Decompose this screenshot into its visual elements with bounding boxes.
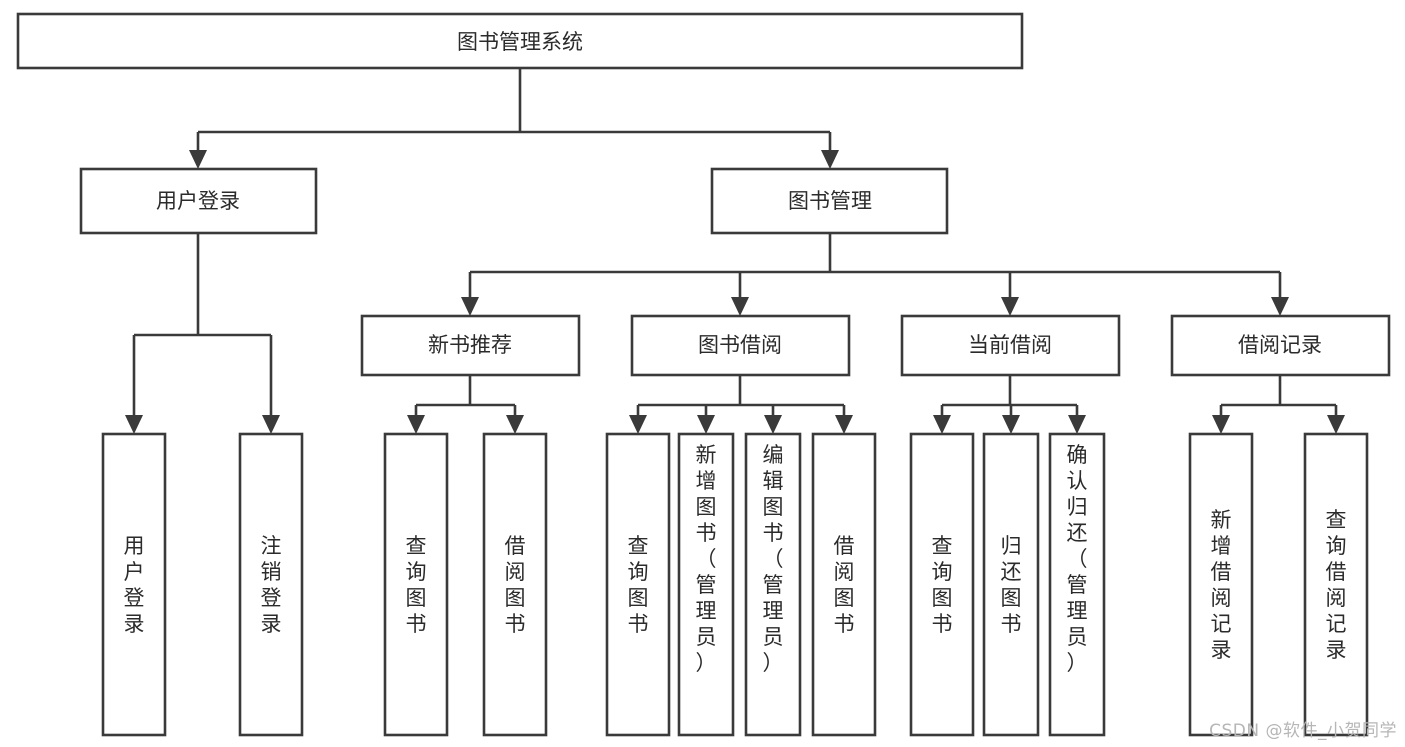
leaf-query-book-bor-label: 查询图书 bbox=[628, 534, 649, 636]
node-root-label: 图书管理系统 bbox=[457, 30, 583, 54]
leaf-node-layer: 用户登录 注销登录 查询图书 借阅图书 查询图书 新增图书（管理员） 编辑图书（管理员） 借阅… bbox=[101, 432, 1369, 737]
edge-bookborrow-trunk bbox=[636, 375, 846, 417]
arrowhead-leaf-add-record bbox=[1212, 415, 1230, 434]
leaf-return-book-label: 归还图书 bbox=[1001, 534, 1022, 636]
leaf-borrow-book-rec-label: 借阅图书 bbox=[505, 534, 526, 636]
leaf-borrow-book-bor-box[interactable] bbox=[811, 432, 877, 737]
node-user-login[interactable]: 用户登录 bbox=[79, 167, 318, 235]
leaf-query-book-rec-label: 查询图书 bbox=[406, 534, 427, 636]
arrowhead-user-login bbox=[189, 150, 207, 169]
leaf-confirm-return[interactable]: 确认归还（管理员） bbox=[1048, 432, 1106, 737]
leaf-query-record-box[interactable] bbox=[1303, 432, 1369, 737]
leaf-add-book[interactable]: 新增图书（管理员） bbox=[677, 432, 735, 737]
arrowhead-leaf-query-book-bor bbox=[629, 415, 647, 434]
node-book-manage-label: 图书管理 bbox=[788, 189, 872, 213]
node-user-login-label: 用户登录 bbox=[156, 189, 240, 213]
node-new-book-recommend-label: 新书推荐 bbox=[428, 333, 512, 357]
leaf-query-record[interactable]: 查询借阅记录 bbox=[1303, 432, 1369, 737]
leaf-query-book-cur[interactable]: 查询图书 bbox=[909, 432, 975, 737]
edge-userlogin-trunk bbox=[132, 233, 273, 417]
leaf-add-record-box[interactable] bbox=[1188, 432, 1254, 737]
leaf-edit-book-box[interactable] bbox=[744, 432, 802, 737]
arrowhead-book-manage bbox=[821, 150, 839, 169]
arrowhead-leaf-query-book-cur bbox=[933, 415, 951, 434]
node-root-box[interactable] bbox=[16, 12, 1024, 70]
arrowhead-book-borrow bbox=[731, 297, 749, 316]
arrowhead-leaf-user-login bbox=[125, 415, 143, 434]
edge-newbookrec-trunk bbox=[414, 375, 517, 417]
node-borrow-record-label: 借阅记录 bbox=[1238, 333, 1322, 357]
leaf-borrow-book-rec-box[interactable] bbox=[482, 432, 548, 737]
leaf-logout[interactable]: 注销登录 bbox=[238, 432, 304, 737]
node-book-borrow[interactable]: 图书借阅 bbox=[630, 314, 851, 377]
leaf-borrow-book-bor-label: 借阅图书 bbox=[834, 534, 855, 636]
leaf-query-book-rec-box[interactable] bbox=[383, 432, 449, 737]
node-current-borrow[interactable]: 当前借阅 bbox=[900, 314, 1121, 377]
leaf-query-book-bor-box[interactable] bbox=[605, 432, 671, 737]
leaf-edit-book-label: 编辑图书（管理员） bbox=[763, 443, 784, 675]
node-book-borrow-label: 图书借阅 bbox=[698, 333, 782, 357]
leaf-confirm-return-box[interactable] bbox=[1048, 432, 1106, 737]
arrowhead-leaf-confirm-return bbox=[1068, 415, 1086, 434]
leaf-add-book-label: 新增图书（管理员） bbox=[696, 443, 717, 675]
node-new-book-recommend-box[interactable] bbox=[360, 314, 581, 377]
leaf-query-record-label: 查询借阅记录 bbox=[1326, 508, 1347, 662]
node-book-borrow-box[interactable] bbox=[630, 314, 851, 377]
leaf-user-login-label: 用户登录 bbox=[124, 534, 145, 636]
edge-currentborrow-trunk bbox=[940, 375, 1079, 417]
arrowhead-new-book-rec bbox=[461, 297, 479, 316]
arrowhead-leaf-logout bbox=[262, 415, 280, 434]
node-current-borrow-box[interactable] bbox=[900, 314, 1121, 377]
leaf-user-login[interactable]: 用户登录 bbox=[101, 432, 167, 737]
leaf-return-book[interactable]: 归还图书 bbox=[982, 432, 1040, 737]
arrowhead-leaf-add-book bbox=[697, 415, 715, 434]
leaf-borrow-book-bor[interactable]: 借阅图书 bbox=[811, 432, 877, 737]
node-borrow-record[interactable]: 借阅记录 bbox=[1170, 314, 1391, 377]
node-book-manage-box[interactable] bbox=[710, 167, 949, 235]
node-user-login-box[interactable] bbox=[79, 167, 318, 235]
node-current-borrow-label: 当前借阅 bbox=[968, 333, 1052, 357]
leaf-logout-box[interactable] bbox=[238, 432, 304, 737]
edge-root-trunk bbox=[196, 68, 832, 152]
arrowhead-leaf-query-book-rec bbox=[407, 415, 425, 434]
leaf-borrow-book-rec[interactable]: 借阅图书 bbox=[482, 432, 548, 737]
leaf-logout-label: 注销登录 bbox=[261, 534, 282, 636]
arrowhead-leaf-query-record bbox=[1327, 415, 1345, 434]
leaf-add-record-label: 新增借阅记录 bbox=[1211, 508, 1232, 662]
leaf-query-book-cur-box[interactable] bbox=[909, 432, 975, 737]
arrowhead-leaf-edit-book bbox=[764, 415, 782, 434]
leaf-user-login-box[interactable] bbox=[101, 432, 167, 737]
arrowhead-current-borrow bbox=[1001, 297, 1019, 316]
node-book-manage[interactable]: 图书管理 bbox=[710, 167, 949, 235]
leaf-add-book-box[interactable] bbox=[677, 432, 735, 737]
leaf-edit-book[interactable]: 编辑图书（管理员） bbox=[744, 432, 802, 737]
edge-borrowrecord-trunk bbox=[1219, 375, 1338, 417]
edge-bookmanage-trunk bbox=[468, 233, 1282, 299]
leaf-return-book-box[interactable] bbox=[982, 432, 1040, 737]
node-new-book-recommend[interactable]: 新书推荐 bbox=[360, 314, 581, 377]
leaf-query-book-bor[interactable]: 查询图书 bbox=[605, 432, 671, 737]
leaf-query-book-cur-label: 查询图书 bbox=[932, 534, 953, 636]
arrowhead-leaf-borrow-book-bor bbox=[835, 415, 853, 434]
leaf-add-record[interactable]: 新增借阅记录 bbox=[1188, 432, 1254, 737]
arrowhead-borrow-record bbox=[1271, 297, 1289, 316]
node-root[interactable]: 图书管理系统 bbox=[16, 12, 1024, 70]
arrowhead-leaf-return-book bbox=[1002, 415, 1020, 434]
leaf-query-book-rec[interactable]: 查询图书 bbox=[383, 432, 449, 737]
leaf-confirm-return-label: 确认归还（管理员） bbox=[1067, 443, 1088, 675]
arrowhead-leaf-borrow-book-rec bbox=[506, 415, 524, 434]
node-borrow-record-box[interactable] bbox=[1170, 314, 1391, 377]
connector-layer bbox=[125, 68, 1345, 434]
